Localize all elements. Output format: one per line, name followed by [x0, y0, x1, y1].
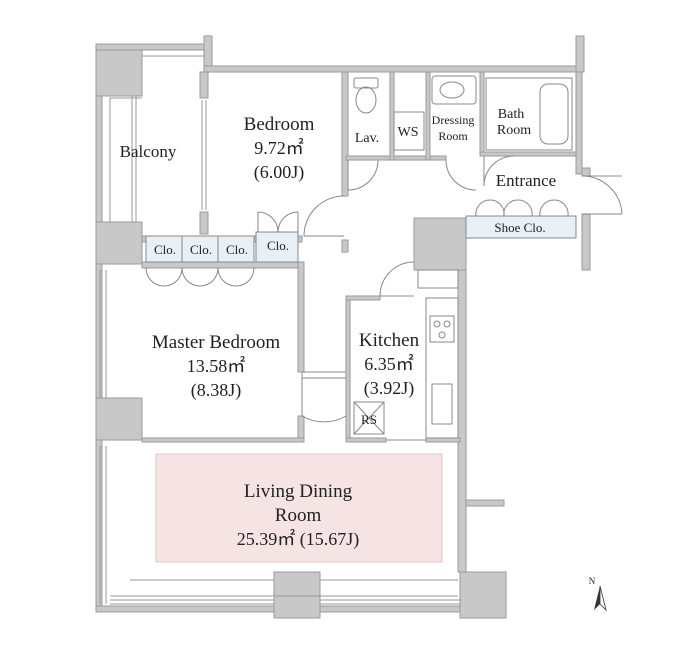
closet-label-3: Clo.	[226, 242, 248, 257]
closets-row	[145, 215, 577, 263]
toilet-icon	[353, 77, 379, 114]
walls	[95, 35, 591, 619]
closet-label-4: Clo.	[267, 238, 289, 253]
compass-label: N	[589, 576, 596, 586]
bedroom-jo: (6.00J)	[254, 162, 305, 183]
door-swings	[145, 155, 623, 441]
ws-label: WS	[398, 125, 419, 140]
bathtub-icon	[485, 77, 573, 151]
master-bedroom-area: 13.58㎡	[187, 355, 246, 376]
compass-icon: N	[589, 576, 607, 612]
balcony-label: Balcony	[120, 142, 177, 161]
kitchen-jo: (3.92J)	[364, 378, 415, 399]
dressing-label-1: Dressing	[432, 113, 475, 127]
vanity-sink-icon	[431, 75, 477, 105]
kitchen-label: Kitchen	[359, 330, 420, 351]
kitchen-area: 6.35㎡	[364, 353, 414, 374]
living-dining-area	[155, 453, 443, 563]
closet-label-1: Clo.	[154, 242, 176, 257]
living-label-2: Room	[275, 505, 322, 526]
bedroom-area: 9.72㎡	[254, 137, 304, 158]
sink-icon	[393, 111, 425, 151]
bedroom-label: Bedroom	[244, 114, 315, 135]
lav-label: Lav.	[355, 131, 379, 146]
rs-shaft	[353, 401, 385, 435]
shoe-closet-label: Shoe Clo.	[494, 220, 545, 235]
master-bedroom-label: Master Bedroom	[152, 332, 280, 353]
living-label-1: Living Dining	[244, 481, 353, 502]
master-bedroom-jo: (8.38J)	[191, 380, 242, 401]
living-area: 25.39㎡ (15.67J)	[237, 528, 360, 550]
dressing-label-2: Room	[438, 129, 468, 143]
entrance-label: Entrance	[496, 171, 556, 190]
windows	[99, 49, 460, 605]
bath-label-1: Bath	[498, 107, 524, 122]
stove-icon	[417, 269, 459, 439]
rs-label: RS	[361, 412, 377, 427]
bath-label-2: Room	[497, 123, 531, 138]
closet-label-2: Clo.	[190, 242, 212, 257]
